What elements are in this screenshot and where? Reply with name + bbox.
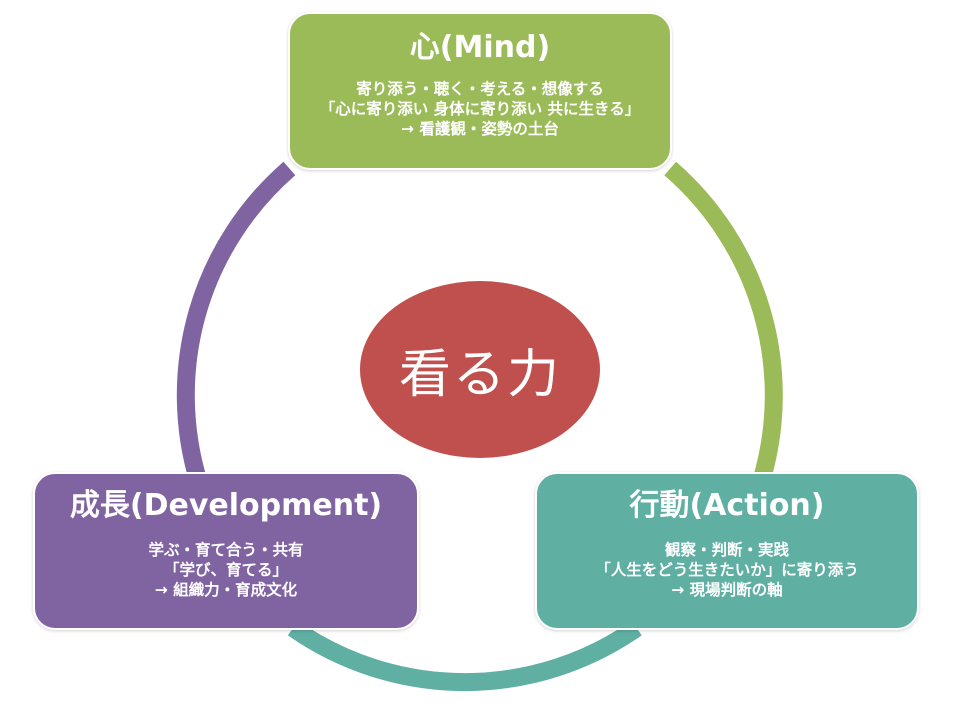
center-label: 看る力 — [398, 345, 561, 405]
action-line-1: 観察・判断・実践 — [664, 541, 789, 559]
mind-title: 心(Mind) — [409, 30, 551, 65]
growth-line-1: 学ぶ・育て合う・共有 — [148, 541, 304, 559]
growth-title: 成長(Development) — [69, 488, 383, 523]
arc-growth-to-mind — [176, 161, 296, 486]
mind-line-2: 「心に寄り添い 身体に寄り添い 共に生きる」 — [319, 100, 641, 118]
action-card: 行動(Action) 観察・判断・実践 「人生をどう生きたいか」に寄り添う → … — [535, 472, 919, 630]
arc-action-to-growth — [287, 620, 642, 692]
growth-card: 成長(Development) 学ぶ・育て合う・共有 「学び、育てる」 → 組織… — [33, 472, 419, 630]
mind-line-1: 寄り添う・聴く・考える・想像する — [356, 80, 604, 98]
mind-line-3: → 看護観・姿勢の土台 — [401, 120, 559, 138]
mind-card: 心(Mind) 寄り添う・聴く・考える・想像する 「心に寄り添い 身体に寄り添い… — [288, 12, 672, 170]
action-line-3: → 現場判断の軸 — [671, 581, 783, 599]
growth-line-3: → 組織力・育成文化 — [154, 581, 298, 599]
action-line-2: 「人生をどう生きたいか」に寄り添う — [595, 561, 859, 579]
growth-line-2: 「学び、育てる」 — [163, 561, 288, 579]
center-core: 看る力 — [360, 281, 600, 458]
arc-mind-to-action — [664, 161, 783, 486]
action-title: 行動(Action) — [629, 488, 825, 523]
